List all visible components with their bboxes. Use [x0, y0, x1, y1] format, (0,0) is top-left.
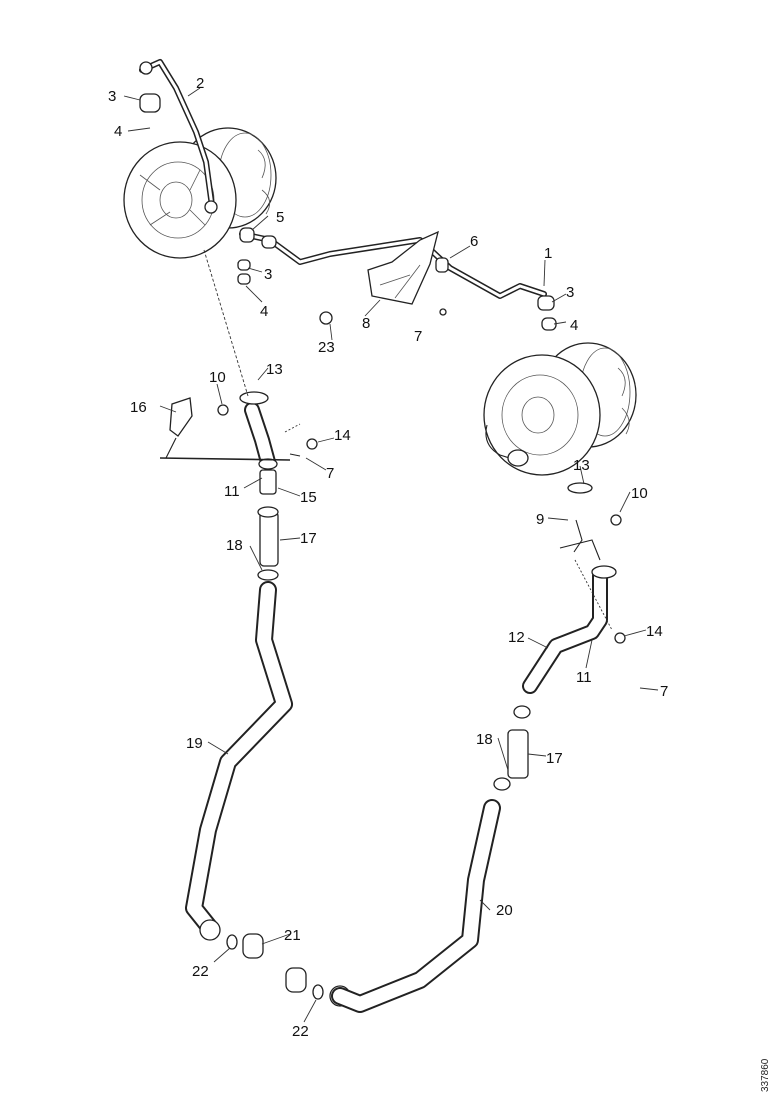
- callout-6: 6: [470, 233, 478, 250]
- exhaust-elbow-left: [239, 391, 278, 470]
- callout-21: 21: [284, 927, 301, 944]
- callout-1: 1: [544, 245, 552, 262]
- flex-pipe-17-left: [259, 511, 279, 567]
- exhaust-pipe-19: [185, 581, 293, 937]
- callout-4: 4: [260, 303, 268, 320]
- callout-11: 11: [224, 483, 240, 500]
- callout-8: 8: [362, 315, 370, 332]
- callout-2: 2: [196, 75, 204, 92]
- flex-pipe-17-right: [507, 729, 529, 779]
- bracket-8: [367, 230, 439, 305]
- callout-11: 11: [576, 669, 592, 686]
- callout-14: 14: [646, 623, 663, 640]
- callout-23: 23: [318, 339, 335, 356]
- callout-12: 12: [508, 629, 525, 646]
- callout-labels: 2 3 4 5 3 4 6 1 3 4 23 8 7 13 10 16 14 7…: [108, 75, 668, 1040]
- callout-18: 18: [226, 537, 243, 554]
- callout-22: 22: [292, 1023, 309, 1040]
- callout-13: 13: [573, 457, 590, 474]
- callout-3: 3: [108, 88, 116, 105]
- callout-7: 7: [414, 328, 422, 345]
- callout-17: 17: [300, 530, 317, 547]
- callout-5: 5: [276, 209, 284, 226]
- callout-13: 13: [266, 361, 283, 378]
- reference-number: 337860: [760, 1058, 771, 1092]
- callout-16: 16: [130, 399, 147, 416]
- exhaust-elbow-right: [522, 565, 617, 694]
- clamp-21: [242, 933, 264, 959]
- callout-18: 18: [476, 731, 493, 748]
- callout-4: 4: [570, 317, 578, 334]
- fittings-upper: [139, 93, 557, 331]
- callout-20: 20: [496, 902, 513, 919]
- callout-19: 19: [186, 735, 203, 752]
- callout-17: 17: [546, 750, 563, 767]
- callout-3: 3: [264, 266, 272, 283]
- bracket-16: [159, 397, 291, 461]
- exhaust-pipe-20: [331, 799, 501, 1013]
- callout-15: 15: [300, 489, 317, 506]
- callout-9: 9: [536, 511, 544, 528]
- callout-4: 4: [114, 123, 122, 140]
- callout-3: 3: [566, 284, 574, 301]
- callout-7: 7: [326, 465, 334, 482]
- callout-14: 14: [334, 427, 351, 444]
- leader-lines: [123, 87, 659, 1023]
- callout-10: 10: [209, 369, 226, 386]
- callout-22: 22: [192, 963, 209, 980]
- sleeve-15: [259, 469, 277, 495]
- callout-7: 7: [660, 683, 668, 700]
- turbocharger-lower: [483, 342, 637, 476]
- callout-10: 10: [631, 485, 648, 502]
- oil-line-2: [139, 59, 218, 214]
